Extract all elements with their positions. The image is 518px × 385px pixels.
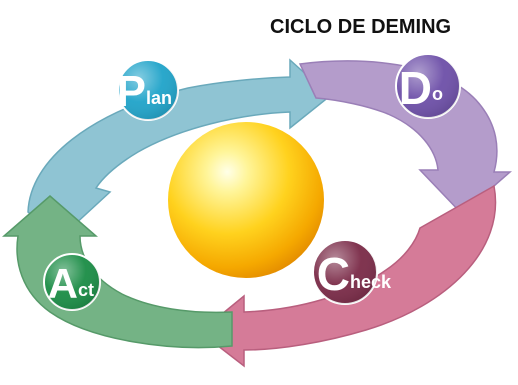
check-arrow bbox=[198, 184, 497, 368]
plan-badge: P lan bbox=[117, 59, 179, 121]
check-rest: heck bbox=[350, 272, 392, 292]
plan-initial: P bbox=[117, 67, 146, 116]
do-badge: D o bbox=[395, 53, 461, 119]
act-rest: ct bbox=[78, 280, 94, 300]
act-arrow bbox=[1, 195, 233, 349]
act-badge: A ct bbox=[43, 253, 101, 311]
check-badge: C heck bbox=[312, 239, 392, 305]
do-rest: o bbox=[432, 84, 443, 104]
plan-arrow bbox=[27, 58, 332, 239]
check-initial: C bbox=[317, 248, 350, 300]
diagram-title: CICLO DE DEMING bbox=[270, 16, 452, 38]
act-initial: A bbox=[48, 260, 78, 307]
central-sphere bbox=[168, 122, 324, 278]
do-initial: D bbox=[399, 62, 432, 114]
plan-rest: lan bbox=[146, 88, 172, 108]
